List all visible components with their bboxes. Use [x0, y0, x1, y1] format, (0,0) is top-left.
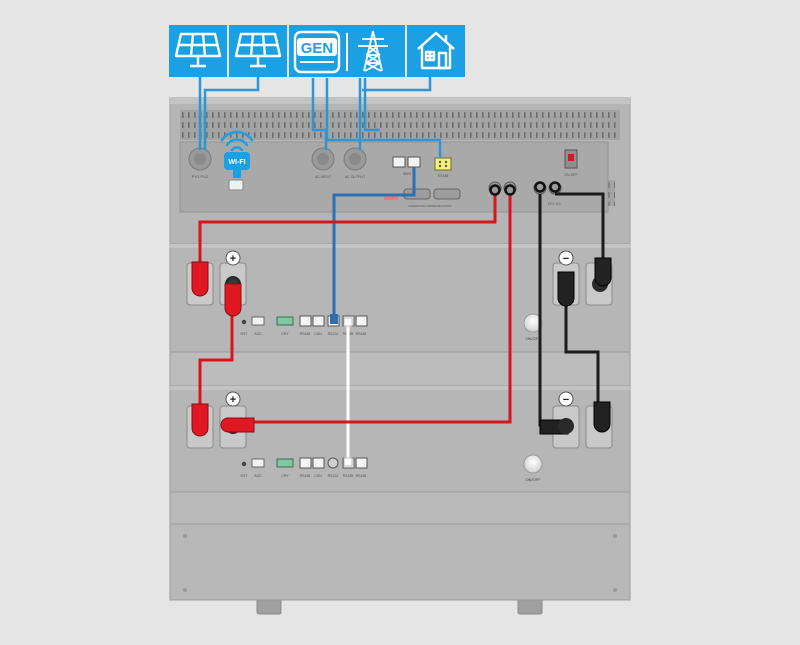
blank-module-panel [169, 491, 631, 525]
negative-symbol-icon [558, 391, 574, 407]
usb-dongle-port [228, 179, 244, 191]
can-port [312, 315, 325, 327]
dry-contact-port [276, 458, 294, 468]
red-plug [191, 261, 209, 297]
wifi-label: WI-FI [228, 159, 245, 166]
cabinet: PV1 PV2 AC INPUT AC OUTPUT BMS RS485 RS2… [169, 97, 631, 615]
series-negative-link [564, 306, 600, 408]
negative-symbol-text: − [563, 394, 569, 406]
dry-contact-port [276, 316, 294, 326]
power-label: ON/OFF [525, 336, 541, 341]
rs232-label: RS232 [328, 332, 339, 336]
address-dip-switch[interactable] [251, 316, 265, 326]
link1-label: RS485 [343, 474, 354, 478]
address-dip-switch[interactable] [251, 458, 265, 468]
power-button[interactable] [523, 313, 543, 333]
rs485-label: RS485 [300, 332, 311, 336]
ring-lugs [489, 181, 561, 196]
breaker-label: ON OFF [564, 173, 577, 177]
positive-plugs [191, 261, 255, 437]
inverter-positive-cable [198, 194, 497, 268]
can-label: CAN [314, 332, 322, 336]
rj45-port-a [392, 156, 406, 168]
gen-comm-wire [325, 78, 442, 158]
source-wiring [198, 73, 442, 158]
link2-label: RS485 [356, 474, 367, 478]
series-positive-link [198, 306, 234, 410]
dry-label: DRY [281, 332, 289, 336]
bms-plug [330, 314, 338, 324]
positive-symbol-text: + [230, 253, 236, 265]
dc-label: DC+ DC- [548, 202, 563, 206]
rs485-port [299, 315, 312, 327]
red-plug [191, 403, 209, 437]
link-port-2 [355, 315, 368, 327]
rst-label: RST [241, 474, 249, 478]
solar-panel-icon [229, 25, 287, 77]
house-icon [407, 25, 465, 77]
black-plug [594, 257, 612, 287]
link-plug [343, 317, 353, 327]
negative-symbol-icon [558, 250, 574, 266]
db9-connector [433, 188, 461, 200]
power-button[interactable] [523, 454, 543, 474]
can-port [312, 457, 325, 469]
inverter-unit: PV1 PV2 AC INPUT AC OUTPUT BMS RS485 RS2… [169, 97, 631, 245]
solar-panel-icon [169, 25, 227, 77]
reset-button[interactable] [241, 461, 247, 467]
dry-label: DRY [281, 474, 289, 478]
grid-tower-icon [358, 30, 388, 72]
rs485-label: RS485 [300, 474, 311, 478]
base-panel [169, 523, 631, 601]
rj45-port-b [407, 156, 421, 168]
link-port-2 [355, 457, 368, 469]
generator-grid-tile: GEN [289, 25, 405, 77]
positive-symbol-icon [225, 250, 241, 266]
rs485-port [299, 457, 312, 469]
rs232-port [327, 457, 339, 469]
wifi-dongle-icon [224, 152, 250, 170]
add-label: ADD [254, 332, 262, 336]
red-plug-angled [220, 417, 255, 433]
module-separator [169, 351, 631, 387]
wifi-module: WI-FI [220, 130, 254, 178]
dip-switch-block [384, 194, 398, 200]
positive-symbol-icon [225, 391, 241, 407]
positive-symbol-text: + [230, 394, 236, 406]
grid-wire-branch [363, 78, 380, 132]
negative-symbol-text: − [563, 253, 569, 265]
ac-output-label: AC OUTPUT [345, 175, 366, 179]
link-plug [343, 457, 353, 467]
reset-button[interactable] [241, 319, 247, 325]
bms-comm-cable [332, 167, 416, 318]
comm-label: RS232/CAN COMMUNICATION [409, 204, 452, 208]
source-icons: GEN [169, 25, 465, 77]
top-vent-grille [180, 110, 620, 140]
pv-port-label: PV1 PV2 [192, 174, 209, 179]
red-plug [224, 283, 242, 317]
black-plug [593, 401, 611, 433]
bms-port-label: BMS [403, 172, 411, 176]
generator-icon: GEN [293, 30, 341, 74]
black-plug [557, 271, 575, 307]
rst-label: RST [241, 332, 249, 336]
pv2-wire [203, 73, 260, 150]
add-label: ADD [254, 474, 262, 478]
can-label: CAN [314, 474, 322, 478]
load-wire [362, 73, 432, 92]
link2-label: RS485 [356, 332, 367, 336]
dry-contact-terminal [434, 157, 452, 171]
inverter-positive-cable-2 [250, 194, 512, 424]
power-label: ON/OFF [525, 477, 541, 482]
rs232-label: RS232 [328, 474, 339, 478]
positive-cables [198, 194, 512, 424]
ac-input-label: AC INPUT [315, 175, 332, 179]
inverter-negative-cable-2 [555, 192, 605, 265]
negative-plugs [539, 257, 612, 435]
rs485-port-label: RS485 [438, 174, 449, 178]
gen-label: GEN [301, 40, 334, 57]
wifi-signal-icon [220, 130, 254, 152]
